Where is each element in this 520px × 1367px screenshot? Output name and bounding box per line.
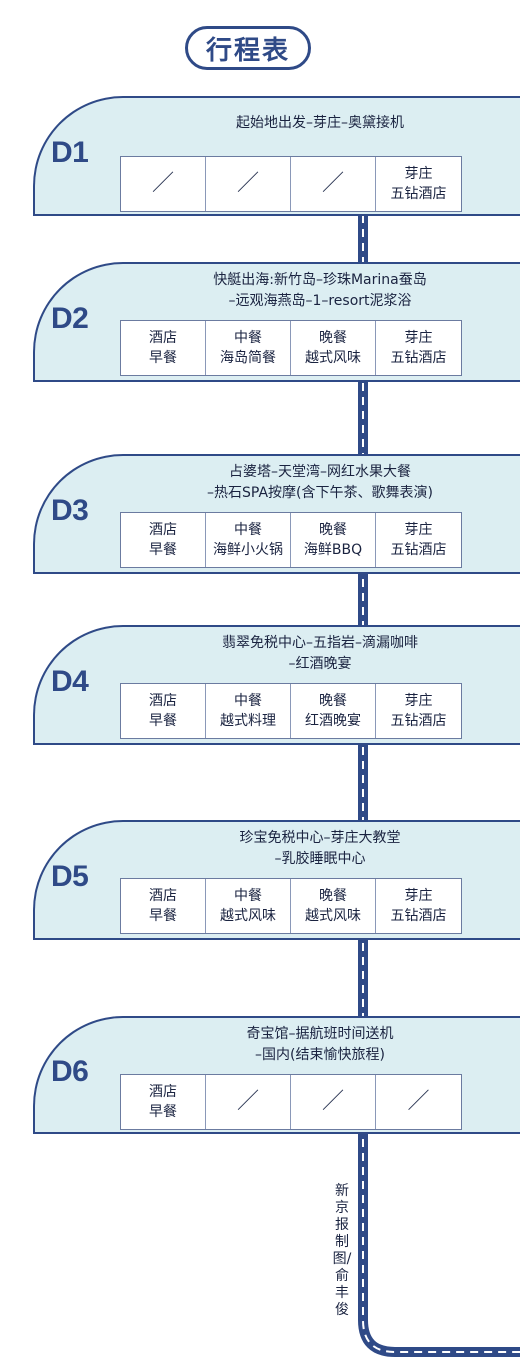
day-card-d2: D2 快艇出海:新竹岛–珍珠Marina蚕岛 –远观海燕岛–1–resort泥浆浴酒… [33,262,520,382]
day-route-line: –热石SPA按摩(含下午茶、歌舞表演) [207,485,433,501]
meal-cell: 晚餐 红酒晚宴 [291,684,376,738]
day-route: 占婆塔–天堂湾–网红水果大餐 –热石SPA按摩(含下午茶、歌舞表演) [135,462,505,504]
day-route-line: 起始地出发–芽庄–奥黛接机 [236,115,404,131]
meal-cell: 晚餐 越式风味 [291,879,376,933]
day-label: D5 [51,860,89,893]
day-card-d4: D4 翡翠免税中心–五指岩–滴漏咖啡 –红酒晚宴酒店 早餐 中餐 越式料理晚餐 红酒晚… [33,625,520,745]
meal-cell: 芽庄 五钻酒店 [376,157,461,211]
meal-cell-text: 芽庄 五钻酒店 [390,330,447,366]
meal-cell: ／ [376,1075,461,1129]
day-label: D6 [51,1055,89,1088]
day-card-d1: D1 起始地出发–芽庄–奥黛接机 ／ ／ ／ 芽庄 五钻酒店 [33,96,520,216]
meal-cell: 中餐 海鲜小火锅 [206,513,291,567]
meal-cell: 酒店 早餐 [121,513,206,567]
meal-grid: ／ ／ ／ 芽庄 五钻酒店 [120,156,462,212]
meal-cell-text: 酒店 早餐 [149,522,177,558]
day-route: 起始地出发–芽庄–奥黛接机 [135,113,505,134]
day-route: 快艇出海:新竹岛–珍珠Marina蚕岛 –远观海燕岛–1–resort泥浆浴 [135,270,505,312]
meal-cell-text: 中餐 越式料理 [220,693,276,729]
meal-cell: ／ [291,1075,376,1129]
meal-cell: 酒店 早餐 [121,321,206,375]
meal-grid: 酒店 早餐 中餐 越式风味晚餐 越式风味芽庄 五钻酒店 [120,878,462,934]
day-route-line: 快艇出海:新竹岛–珍珠Marina蚕岛 [213,272,427,288]
day-card-d3: D3 占婆塔–天堂湾–网红水果大餐 –热石SPA按摩(含下午茶、歌舞表演) 酒店 早餐… [33,454,520,574]
meal-cell: 芽庄 五钻酒店 [376,684,461,738]
day-route: 奇宝馆–据航班时间送机 –国内(结束愉快旅程) [135,1024,505,1066]
meal-cell: 中餐 越式风味 [206,879,291,933]
day-route: 翡翠免税中心–五指岩–滴漏咖啡 –红酒晚宴 [135,633,505,675]
meal-cell: 中餐 越式料理 [206,684,291,738]
meal-grid: 酒店 早餐 中餐 海岛简餐晚餐 越式风味芽庄 五钻酒店 [120,320,462,376]
meal-cell-text: 晚餐 越式风味 [305,330,361,366]
meal-cell: 晚餐 越式风味 [291,321,376,375]
day-label: D3 [51,494,89,527]
meal-cell-text: 酒店 早餐 [149,1084,177,1120]
meal-cell-text: 中餐 海岛简餐 [220,330,276,366]
slash-mark: ／ [236,1089,259,1114]
slash-mark: ／ [151,171,174,196]
day-route-line: 珍宝免税中心–芽庄大教堂 [239,830,401,846]
slash-mark: ／ [407,1089,430,1114]
slash-mark: ／ [236,171,259,196]
day-route-line: –红酒晚宴 [288,656,352,672]
meal-cell-text: 中餐 越式风味 [220,888,276,924]
meal-cell: 中餐 海岛简餐 [206,321,291,375]
meal-cell-text: 芽庄 五钻酒店 [390,522,447,558]
meal-cell-text: 晚餐 海鲜BBQ [303,522,363,558]
meal-cell: 芽庄 五钻酒店 [376,879,461,933]
meal-cell: 芽庄 五钻酒店 [376,321,461,375]
slash-mark: ／ [321,171,344,196]
meal-cell-text: 中餐 海鲜小火锅 [213,522,283,558]
slash-mark: ／ [321,1089,344,1114]
meal-cell-text: 酒店 早餐 [149,330,177,366]
meal-cell-text: 芽庄 五钻酒店 [390,166,447,202]
meal-cell: ／ [206,157,291,211]
meal-cell-text: 酒店 早餐 [149,888,177,924]
meal-grid: 酒店 早餐 ／ ／ ／ [120,1074,462,1130]
meal-cell: ／ [121,157,206,211]
day-route-line: 占婆塔–天堂湾–网红水果大餐 [229,464,411,480]
meal-cell-text: 酒店 早餐 [149,693,177,729]
meal-cell: ／ [291,157,376,211]
meal-cell: 酒店 早餐 [121,879,206,933]
meal-cell: 晚餐 海鲜BBQ [291,513,376,567]
day-route-line: 翡翠免税中心–五指岩–滴漏咖啡 [222,635,418,651]
day-label: D4 [51,665,89,698]
day-label: D2 [51,302,89,335]
meal-cell-text: 晚餐 越式风味 [305,888,361,924]
day-card-d6: D6 奇宝馆–据航班时间送机 –国内(结束愉快旅程) 酒店 早餐 ／ ／ ／ [33,1016,520,1134]
meal-cell: ／ [206,1075,291,1129]
meal-grid: 酒店 早餐 中餐 海鲜小火锅晚餐 海鲜BBQ 芽庄 五钻酒店 [120,512,462,568]
page-title: 行程表 [185,26,311,70]
day-label: D1 [51,136,89,169]
meal-cell: 酒店 早餐 [121,684,206,738]
day-route-line: –乳胶睡眠中心 [274,851,366,867]
day-card-d5: D5 珍宝免税中心–芽庄大教堂 –乳胶睡眠中心酒店 早餐 中餐 越式风味晚餐 越式风味… [33,820,520,940]
day-route-line: –远观海燕岛–1–resort泥浆浴 [228,293,412,309]
day-route-line: 奇宝馆–据航班时间送机 [246,1026,394,1042]
meal-cell-text: 晚餐 红酒晚宴 [305,693,361,729]
day-route-line: –国内(结束愉快旅程) [255,1047,385,1063]
meal-cell-text: 芽庄 五钻酒店 [390,693,447,729]
meal-cell: 酒店 早餐 [121,1075,206,1129]
meal-grid: 酒店 早餐 中餐 越式料理晚餐 红酒晚宴芽庄 五钻酒店 [120,683,462,739]
day-route: 珍宝免税中心–芽庄大教堂 –乳胶睡眠中心 [135,828,505,870]
meal-cell: 芽庄 五钻酒店 [376,513,461,567]
meal-cell-text: 芽庄 五钻酒店 [390,888,447,924]
credit-text: 新京报制图/俞丰俊 [332,1183,352,1318]
